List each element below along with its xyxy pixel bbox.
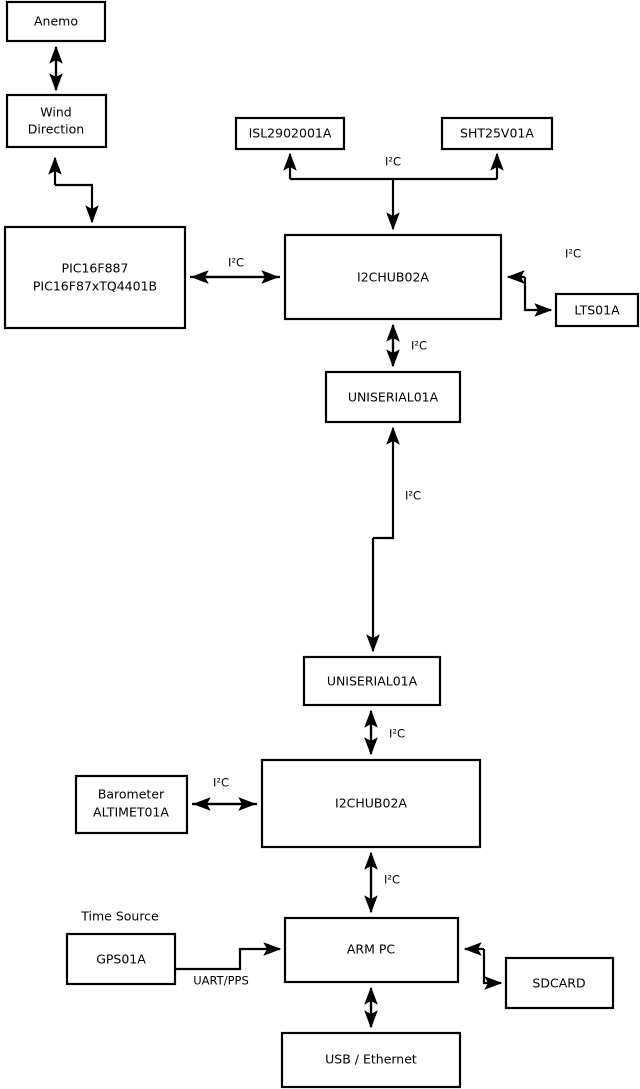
node-uniserial01a-bottom[interactable]: UNISERIAL01A [302, 655, 442, 707]
node-label-sdcard: SDCARD [532, 976, 585, 991]
edge-armpc-sdcard [463, 942, 503, 990]
node-label-pic-line2: PIC16F87xTQ4401B [33, 279, 157, 294]
node-label-anemo: Anemo [34, 14, 78, 29]
edge-hubtop-sensors-bus: I²C [283, 152, 504, 231]
node-pic16f887[interactable]: PIC16F887 PIC16F87xTQ4401B [3, 225, 187, 330]
edge-unibottom-hubbottom: I²C [364, 709, 405, 756]
node-label-uniserial01a-top: UNISERIAL01A [348, 390, 439, 405]
edge-label-unitop-unibottom: I²C [405, 489, 421, 503]
node-label-usb-ethernet: USB / Ethernet [325, 1052, 417, 1067]
edge-label-hubtop-lts: I²C [565, 247, 581, 261]
node-sdcard[interactable]: SDCARD [504, 956, 615, 1010]
edge-wind-pic [48, 156, 99, 224]
edge-pic-hubtop: I²C [190, 256, 280, 284]
node-label-i2chub02a-bottom: I2CHUB02A [335, 796, 407, 811]
node-label-barometer-line1: Barometer [98, 787, 165, 802]
edge-hubtop-lts: I²C [506, 247, 581, 317]
node-label-sht25v01a: SHT25V01A [460, 126, 534, 141]
edge-barometer-hubbottom: I²C [192, 776, 257, 811]
edge-unitop-unibottom: I²C [366, 426, 421, 653]
edge-gps-armpc: UART/PPS [175, 942, 282, 988]
node-wind-direction[interactable]: Wind Direction [5, 93, 108, 149]
node-arm-pc[interactable]: ARM PC [283, 916, 460, 984]
node-lts01a[interactable]: LTS01A [554, 292, 640, 328]
node-label-isl2902001a: ISL2902001A [249, 126, 332, 141]
node-i2chub02a-bottom[interactable]: I2CHUB02A [260, 758, 482, 849]
edge-label-hubtop-sensors: I²C [385, 155, 401, 169]
edge-hubtop-unitop: I²C [386, 323, 427, 368]
node-isl2902001a[interactable]: ISL2902001A [234, 116, 346, 151]
node-label-wind-direction-line1: Wind [40, 105, 71, 120]
node-label-lts01a: LTS01A [574, 303, 620, 318]
edge-hubbottom-armpc: I²C [364, 851, 400, 914]
edge-label-unibottom-hubbottom: I²C [389, 727, 405, 741]
node-i2chub02a-top[interactable]: I2CHUB02A [283, 233, 503, 321]
node-label-barometer-line2: ALTIMET01A [93, 805, 169, 820]
node-anemo[interactable]: Anemo [5, 0, 107, 43]
node-label-i2chub02a-top: I2CHUB02A [357, 270, 429, 285]
node-sht25v01a[interactable]: SHT25V01A [440, 116, 554, 151]
edge-label-hubbottom-armpc: I²C [384, 873, 400, 887]
edge-label-gps-armpc: UART/PPS [193, 974, 249, 988]
edge-label-barometer-hubbottom: I²C [213, 776, 229, 790]
edge-label-pic-hubtop: I²C [228, 256, 244, 270]
node-label-arm-pc: ARM PC [347, 942, 396, 957]
node-label-gps01a: GPS01A [96, 952, 146, 967]
node-uniserial01a-top[interactable]: UNISERIAL01A [324, 370, 462, 424]
node-gps01a[interactable]: GPS01A [65, 932, 177, 986]
node-label-uniserial01a-bottom: UNISERIAL01A [327, 674, 418, 689]
node-usb-ethernet[interactable]: USB / Ethernet [280, 1031, 462, 1089]
node-label-wind-direction-line2: Direction [28, 122, 84, 137]
node-label-pic-line1: PIC16F887 [62, 261, 129, 276]
edge-label-hubtop-unitop: I²C [411, 339, 427, 353]
node-barometer-altimet01a[interactable]: Barometer ALTIMET01A [74, 774, 189, 835]
label-time-source: Time Source [80, 909, 159, 924]
